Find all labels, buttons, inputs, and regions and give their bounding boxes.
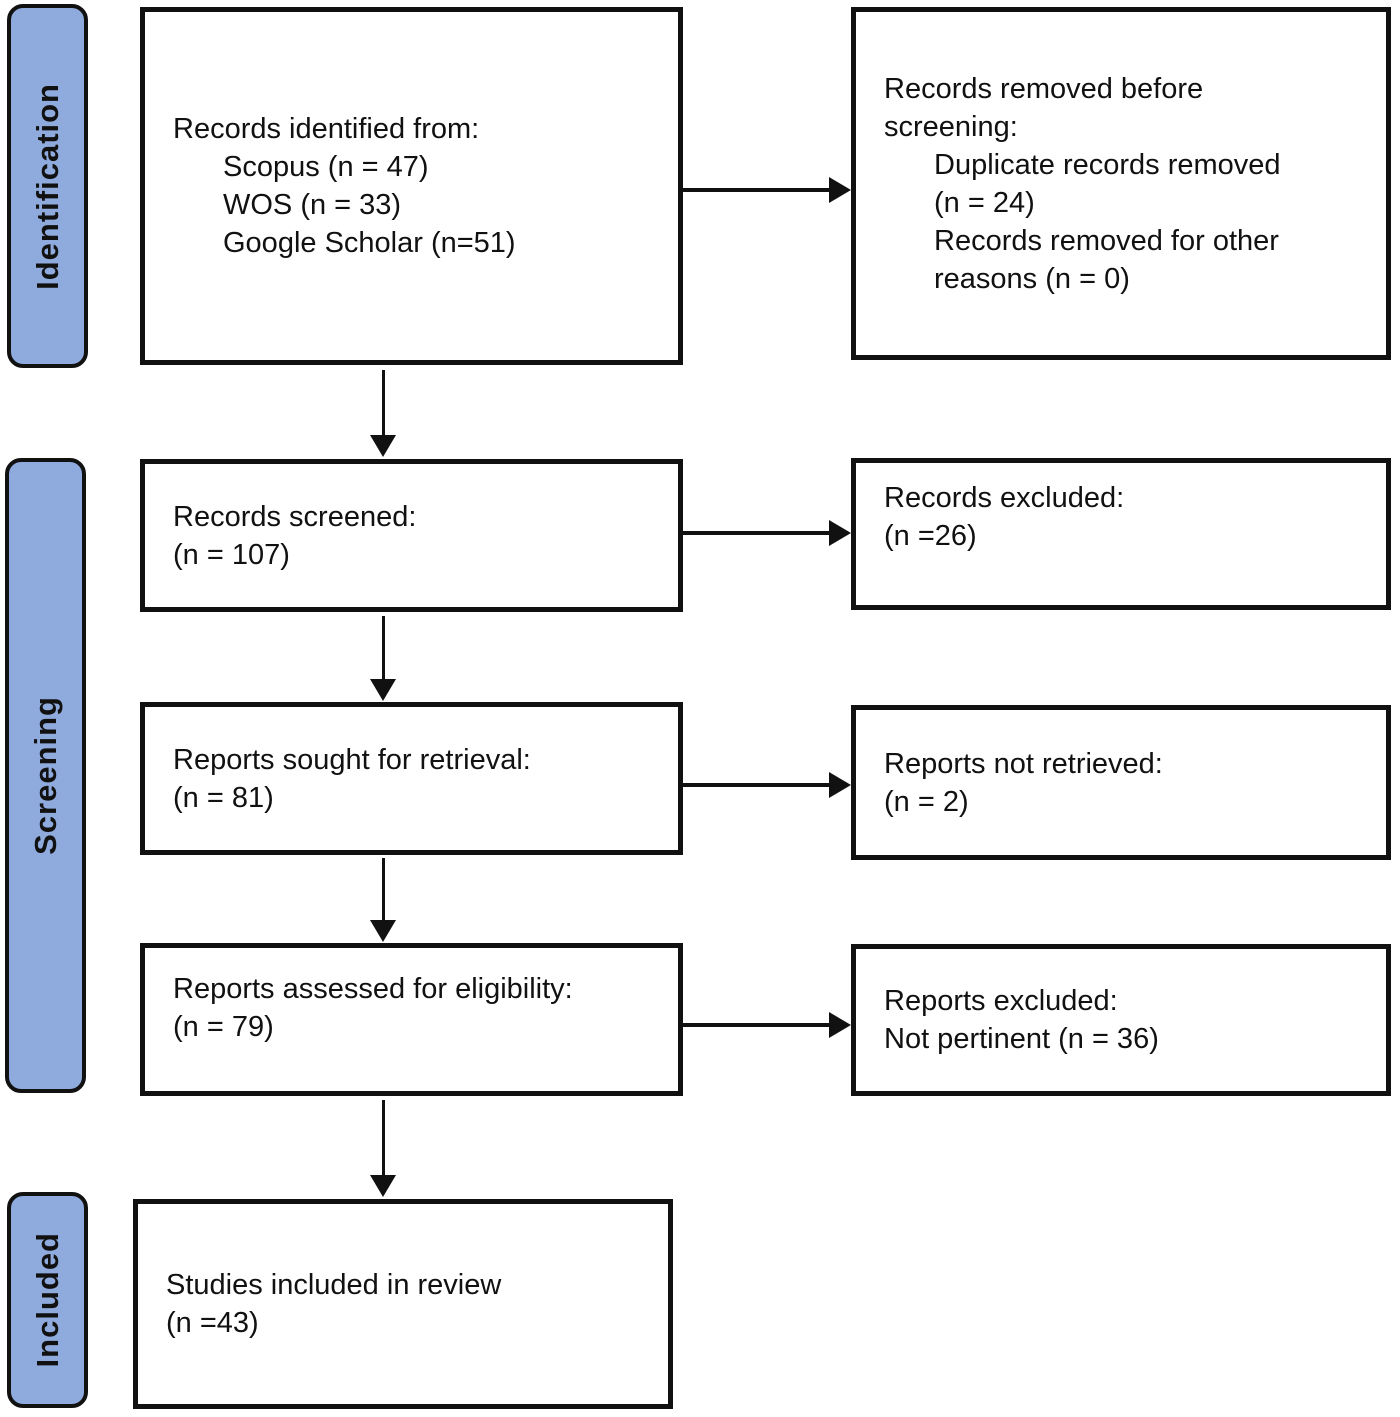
records-removed-item: (n = 24) (934, 186, 1035, 219)
arrow-line (683, 188, 829, 192)
stage-included-label: Included (29, 1232, 65, 1368)
records-excluded-text: Records excluded: (884, 482, 1125, 514)
records-removed-item: reasons (n = 0) (934, 262, 1130, 295)
records-removed-title: Records removed before (884, 72, 1204, 105)
arrow-identified-to-removed (683, 177, 851, 203)
records-identified-source: Scopus (n = 47) (223, 151, 429, 183)
stage-included: Included (7, 1192, 88, 1408)
records-excluded-count: (n =26) (884, 520, 977, 552)
arrow-line (381, 370, 385, 435)
records-identified-source: WOS (n = 33) (223, 189, 402, 221)
reports-excluded-text: Reports excluded: (884, 985, 1118, 1017)
reports-not-retrieved-count: (n = 2) (884, 785, 969, 818)
records-screened-text: Records screened: (173, 500, 417, 533)
arrow-assessed-to-included (370, 1100, 396, 1197)
arrow-head-right-icon (829, 1012, 851, 1038)
reports-excluded-reason: Not pertinent (n = 36) (884, 1023, 1159, 1055)
studies-included-text: Studies included in review (166, 1269, 502, 1301)
box-studies-included: Studies included in review (n =43) (133, 1199, 673, 1409)
box-records-identified: Records identified from: Scopus (n = 47)… (140, 7, 683, 365)
arrow-head-right-icon (829, 177, 851, 203)
arrow-screened-to-sought (370, 616, 396, 701)
reports-assessed-text: Reports assessed for eligibility: (173, 973, 573, 1005)
records-screened-count: (n = 107) (173, 538, 290, 571)
arrow-head-down-icon (370, 920, 396, 942)
stage-screening: Screening (5, 458, 86, 1093)
reports-not-retrieved-text: Reports not retrieved: (884, 747, 1163, 780)
arrow-line (381, 616, 385, 679)
box-reports-not-retrieved: Reports not retrieved: (n = 2) (851, 705, 1391, 860)
arrow-line (683, 1023, 829, 1027)
reports-sought-text: Reports sought for retrieval: (173, 743, 531, 776)
box-records-screened: Records screened: (n = 107) (140, 459, 683, 612)
stage-identification: Identification (7, 4, 88, 368)
arrow-assessed-to-reports-excluded (683, 1012, 851, 1038)
stage-identification-label: Identification (29, 82, 65, 290)
box-reports-assessed: Reports assessed for eligibility: (n = 7… (140, 943, 683, 1096)
reports-sought-count: (n = 81) (173, 781, 274, 814)
box-reports-sought: Reports sought for retrieval: (n = 81) (140, 702, 683, 855)
records-removed-item: Records removed for other (934, 224, 1279, 257)
records-removed-item: Duplicate records removed (934, 148, 1281, 181)
arrow-sought-to-not-retrieved (683, 772, 851, 798)
arrow-head-down-icon (370, 679, 396, 701)
reports-assessed-count: (n = 79) (173, 1011, 274, 1043)
arrow-head-down-icon (370, 1175, 396, 1197)
records-identified-source: Google Scholar (n=51) (223, 227, 516, 259)
arrow-screened-to-excluded (683, 520, 851, 546)
studies-included-count: (n =43) (166, 1307, 259, 1339)
records-removed-title: screening: (884, 110, 1018, 143)
arrow-sought-to-assessed (370, 858, 396, 942)
arrow-head-right-icon (829, 772, 851, 798)
arrow-head-right-icon (829, 520, 851, 546)
records-identified-title: Records identified from: (173, 113, 480, 145)
arrow-head-down-icon (370, 435, 396, 457)
arrow-line (381, 1100, 385, 1175)
arrow-line (683, 531, 829, 535)
arrow-line (381, 858, 385, 920)
stage-screening-label: Screening (27, 696, 63, 855)
box-records-excluded: Records excluded: (n =26) (851, 458, 1391, 610)
box-reports-excluded: Reports excluded: Not pertinent (n = 36) (851, 944, 1391, 1096)
box-records-removed: Records removed before screening: Duplic… (851, 7, 1391, 360)
arrow-identified-to-screened (370, 370, 396, 457)
arrow-line (683, 783, 829, 787)
